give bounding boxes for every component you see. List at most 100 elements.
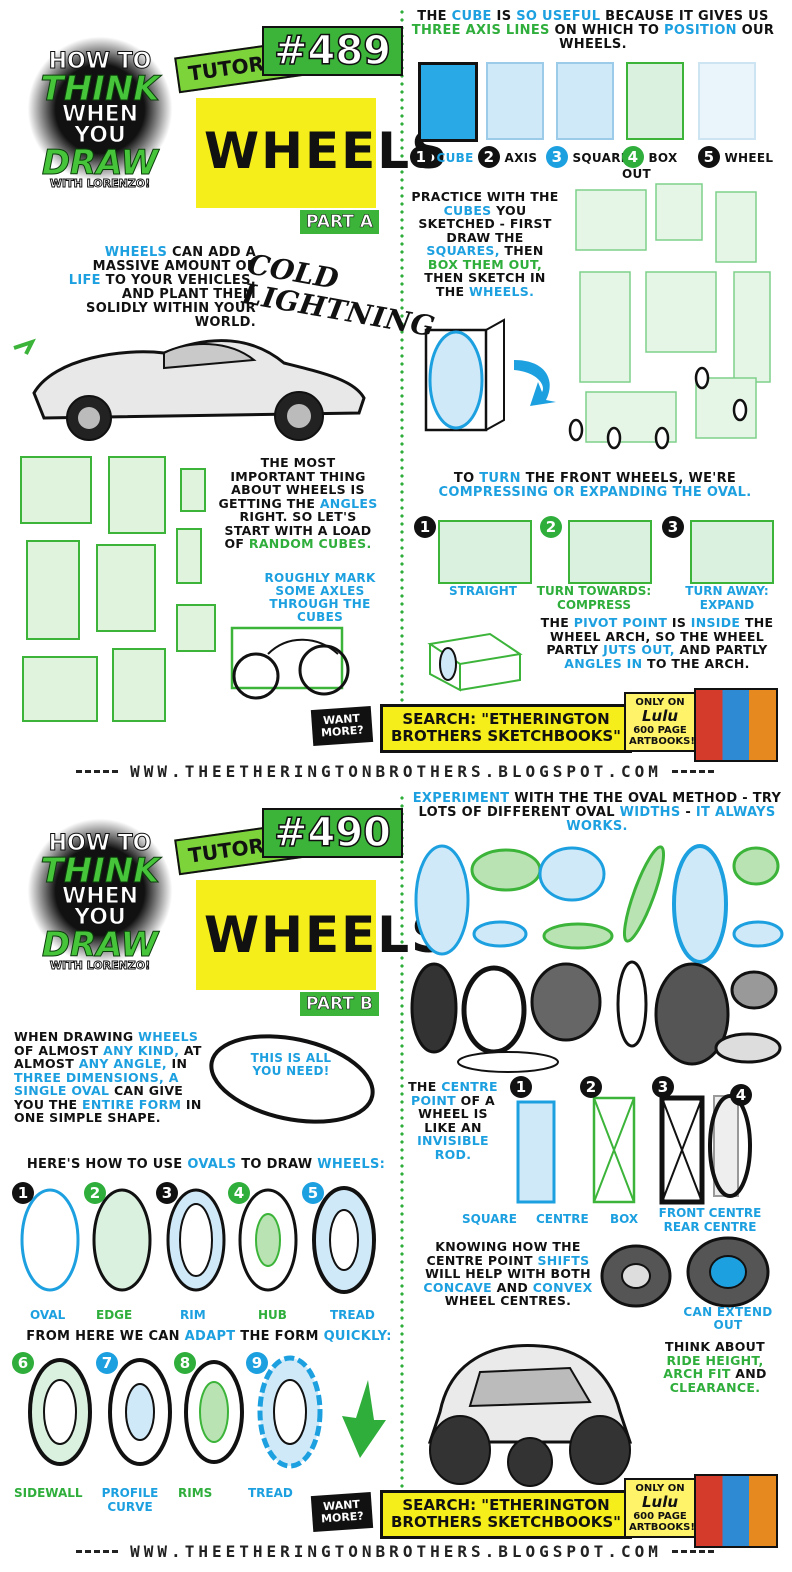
step-label: AXIS <box>504 151 538 165</box>
cube-w6: THREE AXIS LINES <box>411 23 550 39</box>
step-cube-2 <box>486 62 544 140</box>
practice-w3: YOU SKETCHED - FIRST DRAW THE <box>418 202 552 245</box>
step-cube-3 <box>556 62 614 140</box>
cube-w1: THE <box>417 9 452 24</box>
sketchbooks-image <box>694 1474 778 1548</box>
arrow-icon <box>342 1380 386 1458</box>
centre-number-1: 1 <box>510 1076 532 1098</box>
blog-url[interactable]: WWW.THEETHERINGTONBROTHERS.BLOGSPOT.COM <box>0 1542 792 1561</box>
extend-text: CAN EXTEND OUT <box>683 1305 773 1332</box>
logo-think: THINK <box>40 850 160 891</box>
random-cube <box>96 544 156 632</box>
step-1: 1 CUBE <box>410 146 474 168</box>
pivot-w7: AND PARTLY <box>674 642 768 657</box>
centre-number-3: 3 <box>652 1076 674 1098</box>
tutorial-489-panel: HOW TO THINK WHEN YOU DRAW WITH LORENZO!… <box>0 0 792 786</box>
logo-burst <box>20 806 180 976</box>
oval-steps-drawing <box>20 1186 376 1294</box>
oval-w10: A SINGLE OVAL <box>14 1069 179 1098</box>
step-number: 5 <box>698 146 720 168</box>
random-cube <box>26 540 80 640</box>
arrow-icon <box>514 360 556 406</box>
center-divider <box>400 8 404 736</box>
shift-w2: SHIFTS <box>537 1252 590 1268</box>
practice-w6: BOX THEM OUT, <box>427 256 543 272</box>
turn-w2: TURN <box>479 471 521 486</box>
off-road-beetle-illustration <box>427 1344 633 1487</box>
turn-example-3 <box>690 520 774 584</box>
turn-number-3: 3 <box>662 516 684 538</box>
logo-when-you: WHEN YOU <box>61 102 139 149</box>
ovals-w2: OVALS <box>187 1157 237 1172</box>
shift-w4: CONCAVE <box>423 1279 492 1295</box>
search-line-2: BROTHERS SKETCHBOOKS" <box>391 727 621 746</box>
oval-w12: ENTIRE FORM <box>82 1096 182 1112</box>
turn-w1: TO <box>453 471 480 486</box>
logo-how-to: HOW TO <box>48 831 152 856</box>
logo-burst <box>20 24 180 194</box>
centre-label: CENTRE <box>536 1212 589 1226</box>
pivot-w5: THE WHEEL ARCH, SO THE WHEEL PARTLY <box>546 615 774 657</box>
centre-label: FRONT CENTRE REAR CENTRE <box>658 1206 762 1234</box>
tire-examples-drawing <box>600 1236 770 1308</box>
angles-w3: RIGHT. SO LET'S START WITH A LOAD OF <box>224 509 372 551</box>
how-to-think-logo: HOW TO THINK WHEN YOU DRAW WITH LORENZO! <box>40 831 160 972</box>
search-line-2: BROTHERS SKETCHBOOKS" <box>391 1513 621 1532</box>
ovals-w1: HERE'S HOW TO USE <box>26 1157 188 1172</box>
turn-w6: COMPRESSING OR EXPANDING THE OVAL. <box>438 485 752 501</box>
turn-number-2: 2 <box>540 516 562 538</box>
oval-w2: WHEELS <box>138 1029 199 1044</box>
pivot-text: THE PIVOT POINT IS INSIDE THE WHEEL ARCH… <box>528 616 786 670</box>
lulu-badge: ONLY ON Lulu 600 PAGE ARTBOOKS! <box>624 692 696 752</box>
ride-text: THINK ABOUT RIDE HEIGHT, ARCH FIT AND CL… <box>652 1340 778 1394</box>
adapt-label: TREAD <box>248 1486 293 1500</box>
title-block <box>196 98 376 208</box>
shift-w5: AND <box>491 1279 533 1295</box>
adapt-number-6: 6 <box>12 1352 34 1374</box>
step-5: 5 WHEEL <box>698 146 773 168</box>
ride-w1: THINK ABOUT <box>665 1339 765 1354</box>
cube-w9: OUR WHEELS. <box>559 23 775 53</box>
oval-w8: THREE DIMENSIONS, <box>14 1069 165 1085</box>
pivot-w1: THE <box>540 615 574 630</box>
logo-think: THINK <box>40 68 160 109</box>
turn-w5: , WE'RE <box>678 471 737 486</box>
step-number: 2 <box>478 146 500 168</box>
logo-draw: DRAW <box>41 924 159 965</box>
step-3: 3 SQUARE <box>546 146 629 168</box>
only-on: ONLY ON <box>635 697 685 708</box>
intro-w5: LIFE <box>68 273 101 289</box>
part-label: PART A <box>300 210 380 234</box>
random-cube <box>22 656 98 722</box>
practice-text: PRACTICE WITH THE CUBES YOU SKETCHED - F… <box>410 190 560 298</box>
oval-w11: CAN GIVE YOU THE <box>14 1083 184 1112</box>
oval-w7: IN <box>166 1056 188 1071</box>
step-number: 4 <box>622 146 644 168</box>
center-divider <box>400 794 404 1522</box>
centre-number-2: 2 <box>580 1076 602 1098</box>
cube-intro-text: THE CUBE IS SO USEFUL BECAUSE IT GIVES U… <box>408 9 778 53</box>
cube-w7: ON WHICH TO <box>549 23 665 39</box>
centre-number-4: 4 <box>730 1084 752 1106</box>
oval-step-number-4: 4 <box>228 1182 250 1204</box>
blog-url[interactable]: WWW.THEETHERINGTONBROTHERS.BLOGSPOT.COM <box>0 762 792 781</box>
exp-w2: WITH THE THE OVAL METHOD - TRY LOTS OF D… <box>418 791 782 821</box>
sketchbooks-image <box>694 688 778 762</box>
title-block <box>196 880 376 990</box>
practice-w8: WHEELS. <box>468 283 535 299</box>
intro-w4: OF <box>230 259 256 275</box>
corvette-illustration <box>13 338 366 441</box>
adapt-label: RIMS <box>178 1486 213 1500</box>
adapt-w1: FROM HERE WE CAN <box>26 1329 185 1344</box>
exp-w5: IT ALWAYS WORKS. <box>566 805 776 835</box>
tutorial-number: #490 <box>262 808 404 858</box>
logo-draw: DRAW <box>41 142 159 183</box>
ride-w2: RIDE HEIGHT, ARCH FIT <box>663 1352 764 1381</box>
step-number: 1 <box>410 146 432 168</box>
random-cube <box>176 604 216 652</box>
shift-w6: CONVEX <box>532 1279 593 1295</box>
shift-w3: WILL HELP WITH BOTH <box>425 1266 591 1281</box>
axles-text: ROUGHLY MARK SOME AXLES THROUGH THE CUBE… <box>264 571 376 624</box>
oval-step-label: TREAD <box>330 1308 375 1322</box>
only-on: ONLY ON <box>635 1483 685 1494</box>
